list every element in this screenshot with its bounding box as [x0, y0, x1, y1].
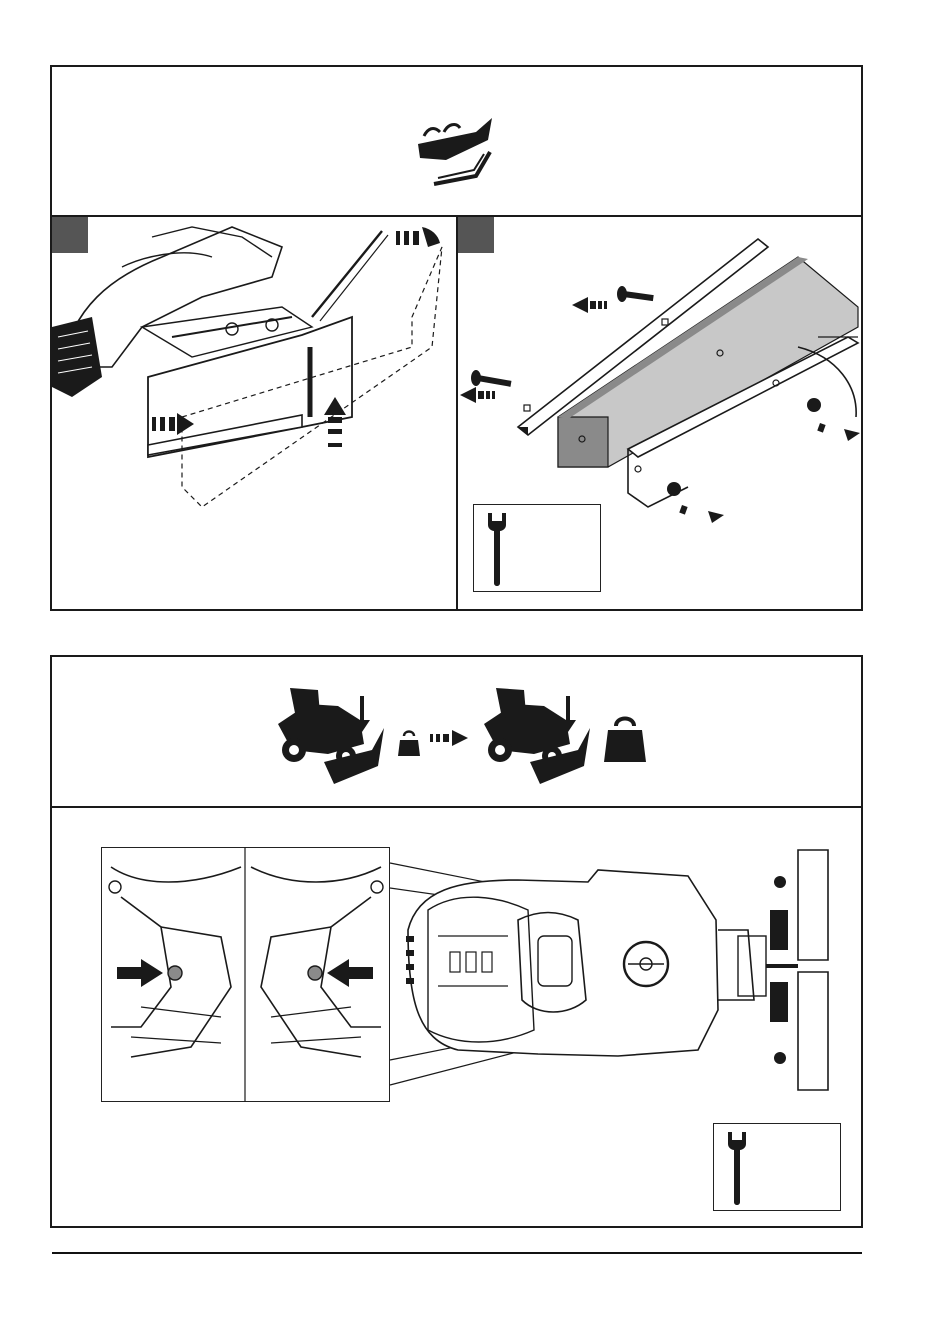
wrench-icon — [722, 1130, 752, 1208]
section-2-tool-box — [713, 1123, 841, 1211]
footer-rule — [52, 1252, 862, 1254]
rider-top-view-illustration — [398, 840, 863, 1100]
